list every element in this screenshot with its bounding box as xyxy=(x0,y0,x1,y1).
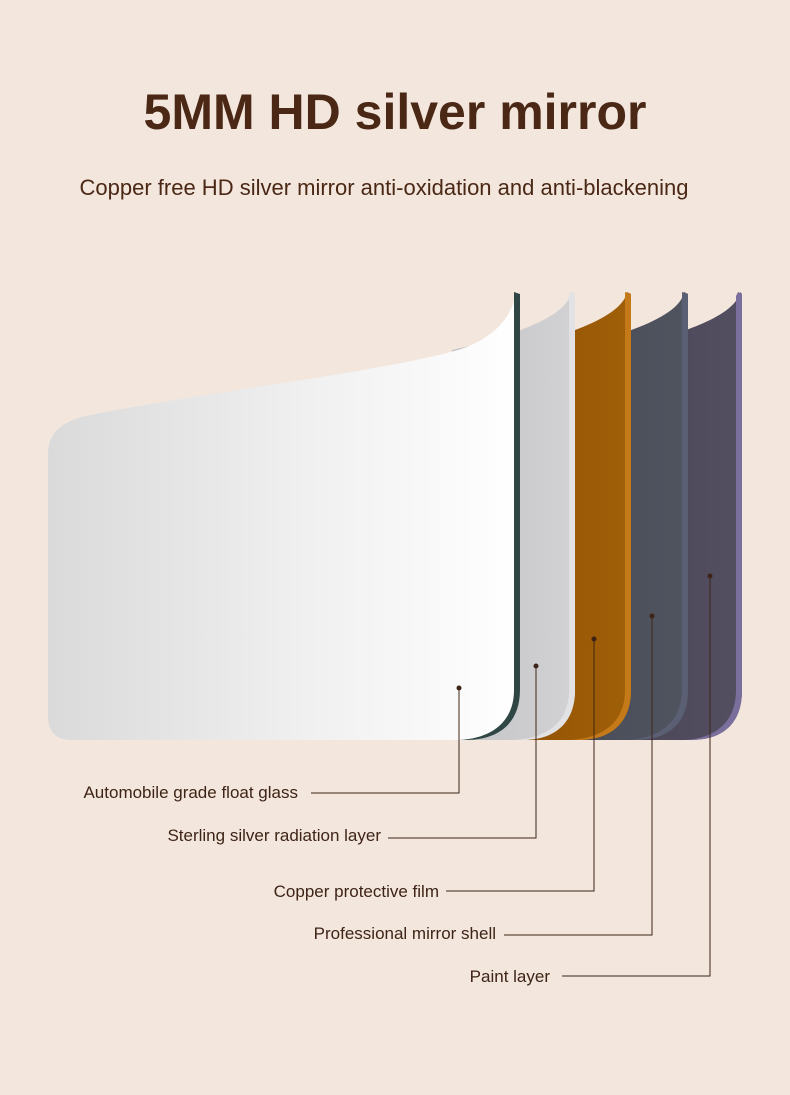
label-silver-layer: Sterling silver radiation layer xyxy=(167,826,381,845)
page-title: 5MM HD silver mirror xyxy=(143,84,647,140)
leader-line-copper xyxy=(446,639,595,892)
leader-dot-shell xyxy=(649,613,655,619)
leader-line-paint xyxy=(562,576,711,977)
leader-dot-copper xyxy=(591,636,597,642)
float-glass-edge xyxy=(460,292,520,740)
label-copper-film: Copper protective film xyxy=(274,882,439,901)
page-subtitle: Copper free HD silver mirror anti-oxidat… xyxy=(79,175,689,200)
leader-dot-paint xyxy=(707,573,713,579)
leader-dots xyxy=(456,573,713,691)
leader-dot-glass xyxy=(456,685,462,691)
leader-dot-silver xyxy=(533,663,539,669)
label-float-glass: Automobile grade float glass xyxy=(83,783,298,802)
mirror-shell-edge xyxy=(628,292,688,740)
leader-line-shell xyxy=(504,616,653,936)
label-mirror-shell: Professional mirror shell xyxy=(314,924,496,943)
silver-layer-edge xyxy=(514,292,575,740)
float-glass-shape xyxy=(48,292,520,740)
leader-line-silver xyxy=(388,666,537,839)
copper-film-edge xyxy=(570,292,631,740)
leader-line-glass xyxy=(311,688,460,794)
label-paint-layer: Paint layer xyxy=(470,967,551,986)
paint-layer-edge xyxy=(685,292,742,740)
leader-lines xyxy=(311,576,711,977)
